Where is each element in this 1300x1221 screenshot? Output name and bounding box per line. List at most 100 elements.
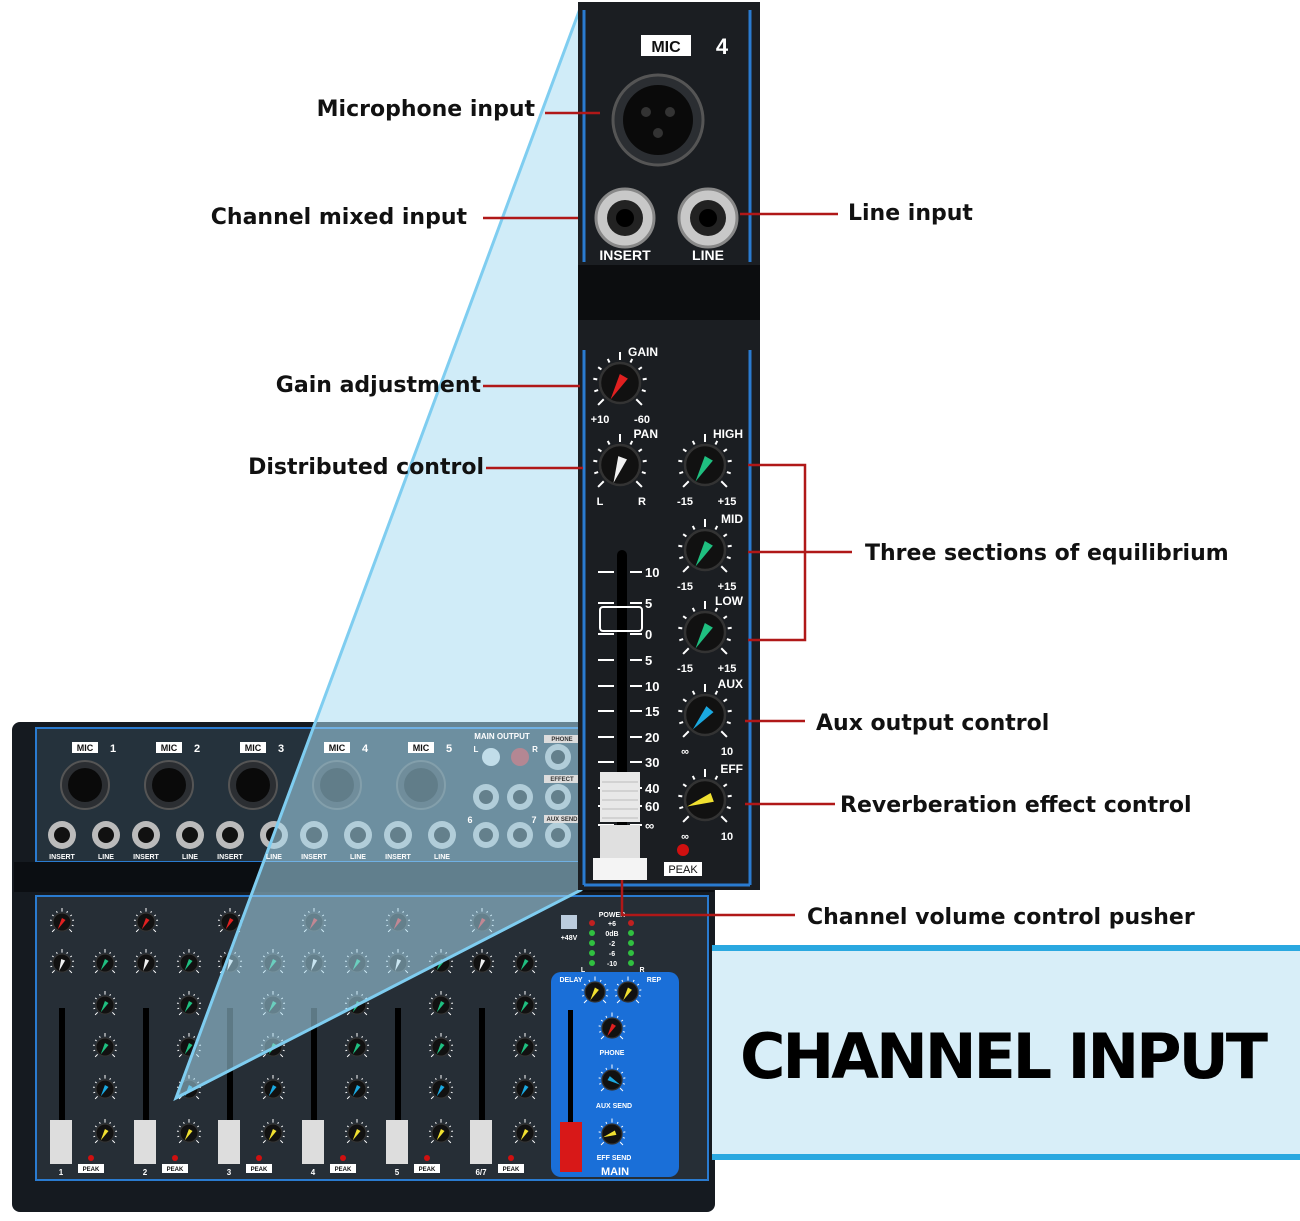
mixer-high-knob[interactable] xyxy=(512,949,538,974)
mixer-line-label: LINE xyxy=(98,854,114,861)
peak-led xyxy=(677,844,689,856)
mixer-mic-label-box xyxy=(72,742,98,753)
mixer-fader-cap[interactable] xyxy=(50,1120,72,1164)
mixer-aux-knob[interactable] xyxy=(92,1075,118,1100)
mixer-mid-knob[interactable] xyxy=(92,991,118,1016)
mixer-high-knob[interactable] xyxy=(176,949,202,974)
mixer-fader-cap[interactable] xyxy=(386,1120,408,1164)
knob-pointer xyxy=(184,1000,193,1013)
mixer-channel-number: 1 xyxy=(59,1168,64,1177)
mixer-pan-knob[interactable] xyxy=(133,949,159,974)
mixer-low-knob[interactable] xyxy=(92,1033,118,1058)
mixer-high-knob[interactable] xyxy=(92,949,118,974)
mixer-pan-knob[interactable] xyxy=(469,949,495,974)
eff-knob[interactable] xyxy=(678,769,732,823)
mixer-line-label: LINE xyxy=(350,854,366,861)
mixer-low-knob[interactable] xyxy=(512,1033,538,1058)
meter-led-left xyxy=(589,930,595,936)
insert-jack[interactable] xyxy=(594,187,656,249)
line-jack[interactable] xyxy=(677,187,739,249)
aux-send-knob[interactable] xyxy=(598,1064,626,1092)
mixer-peak-label-box xyxy=(414,1164,440,1173)
mixer-fader-cap[interactable] xyxy=(218,1120,240,1164)
mixer-eff-knob[interactable] xyxy=(512,1119,538,1144)
mixer-mid-knob[interactable] xyxy=(512,991,538,1016)
mixer-low-knob[interactable] xyxy=(344,1033,370,1058)
eff-send-knob[interactable] xyxy=(598,1118,626,1146)
mixer-eff-knob[interactable] xyxy=(260,1119,286,1144)
delay-label: DELAY xyxy=(559,977,582,984)
eff-min-label: ∞ xyxy=(681,831,689,843)
phantom-power-button[interactable] xyxy=(561,915,577,929)
pan-min-label: L xyxy=(597,496,604,508)
mixer-peak-led xyxy=(424,1155,430,1161)
label-aux-output-control: Aux output control xyxy=(816,711,1049,736)
mixer-mid-knob[interactable] xyxy=(176,991,202,1016)
pan-label: PAN xyxy=(634,427,658,441)
mixer-aux-knob[interactable] xyxy=(428,1075,454,1100)
mixer-fader-cap[interactable] xyxy=(134,1120,156,1164)
mixer-channel-number: 2 xyxy=(194,743,200,755)
knob-pointer xyxy=(520,1128,529,1141)
main-output-l: L xyxy=(474,745,479,754)
insert-label: INSERT xyxy=(599,247,651,263)
mixer-fader-track xyxy=(59,1008,65,1148)
mixer-channel-number: 5 xyxy=(395,1168,400,1177)
meter-led-right xyxy=(628,930,634,936)
mixer-aux-knob[interactable] xyxy=(344,1075,370,1100)
main-output-r: R xyxy=(532,745,538,754)
main-fader-cap[interactable] xyxy=(560,1122,582,1172)
mixer-eff-knob[interactable] xyxy=(176,1119,202,1144)
eff-max-label: 10 xyxy=(721,831,733,843)
stereo-input-number: 6 xyxy=(467,815,472,825)
rep-knob[interactable] xyxy=(614,976,642,1004)
knob-pointer xyxy=(184,958,193,971)
mixer-eff-knob[interactable] xyxy=(344,1119,370,1144)
pan-knob[interactable] xyxy=(593,434,647,488)
mixer-mid-knob[interactable] xyxy=(428,991,454,1016)
output-jack-label-box xyxy=(544,735,580,743)
gain-knob[interactable] xyxy=(593,352,647,406)
meter-r-label: R xyxy=(639,967,644,974)
xlr-microphone-input[interactable] xyxy=(611,73,705,167)
aux-knob[interactable] xyxy=(678,684,732,738)
knob-pointer xyxy=(436,1128,445,1141)
knob-pointer xyxy=(100,1000,109,1013)
mixer-pan-knob[interactable] xyxy=(49,949,75,974)
label-channel-mixed-input: Channel mixed input xyxy=(211,205,468,230)
mixer-eff-knob[interactable] xyxy=(92,1119,118,1144)
mixer-gain-knob[interactable] xyxy=(49,908,75,933)
label-reverb-effect-control: Reverberation effect control xyxy=(840,793,1192,818)
mixer-aux-knob[interactable] xyxy=(260,1075,286,1100)
mid-max-label: +15 xyxy=(718,581,737,593)
mixer-fader-cap[interactable] xyxy=(470,1120,492,1164)
mixer-mic-label: MIC xyxy=(161,743,178,753)
mixer-fader-cap[interactable] xyxy=(302,1120,324,1164)
meter-led-left xyxy=(589,940,595,946)
mixer-channel-strip xyxy=(49,908,118,1164)
mixer-peak-label: PEAK xyxy=(167,1167,184,1173)
knob-pointer xyxy=(692,706,714,730)
high-eq-knob[interactable] xyxy=(678,434,732,488)
mid-label: MID xyxy=(721,512,743,526)
mixer-low-knob[interactable] xyxy=(428,1033,454,1058)
mid-eq-knob[interactable] xyxy=(678,519,732,573)
mixer-gain-knob[interactable] xyxy=(133,908,159,933)
low-eq-knob[interactable] xyxy=(678,601,732,655)
mixer-eff-knob[interactable] xyxy=(428,1119,454,1144)
mixer-gain-knob[interactable] xyxy=(217,908,243,933)
mixer-channel-number: 1 xyxy=(110,743,116,755)
pan-max-label: R xyxy=(638,496,646,508)
mixer-aux-knob[interactable] xyxy=(512,1075,538,1100)
delay-knob[interactable] xyxy=(581,976,609,1004)
channel-fader-cap[interactable] xyxy=(593,772,647,880)
knob-pointer xyxy=(184,1128,193,1141)
knob-pointer xyxy=(352,1042,361,1055)
label-gain-adjustment: Gain adjustment xyxy=(276,373,482,398)
knob-pointer xyxy=(613,456,627,483)
phone-label: PHONE xyxy=(600,1050,625,1057)
phone-knob[interactable] xyxy=(598,1012,626,1040)
low-min-label: -15 xyxy=(677,663,693,675)
knob-pointer xyxy=(695,623,713,649)
